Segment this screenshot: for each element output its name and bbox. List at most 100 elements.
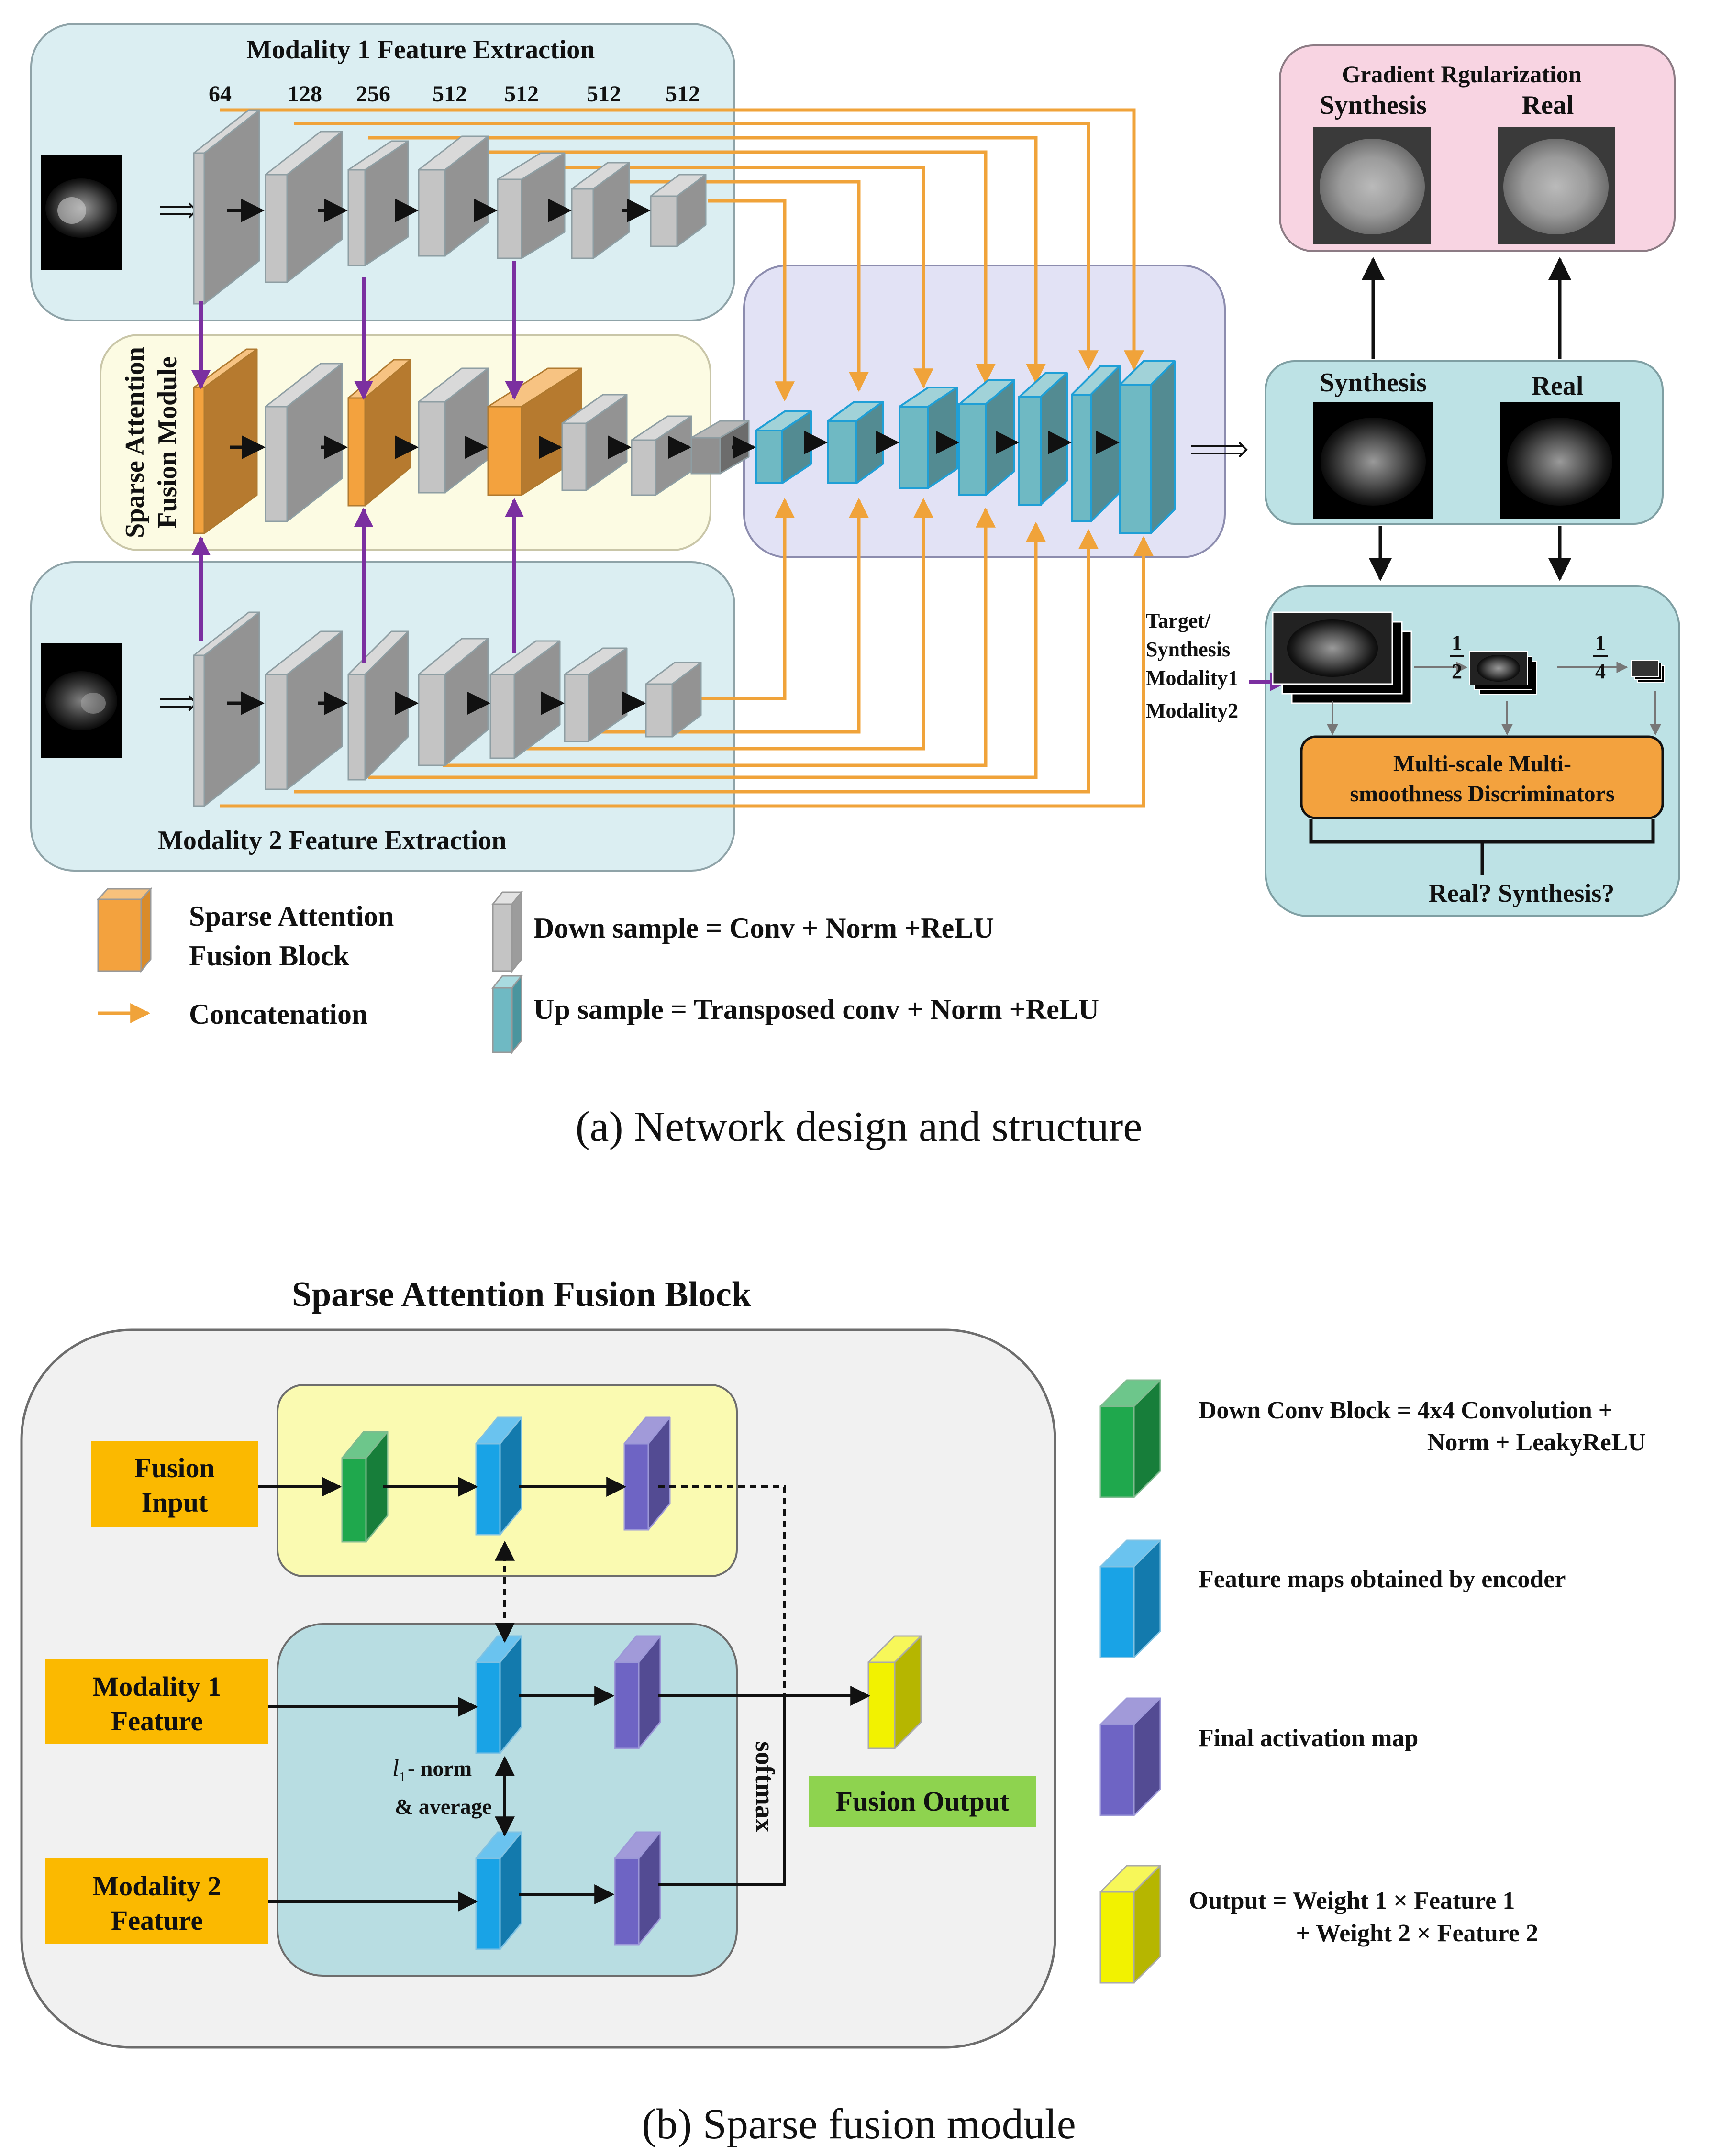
grad-reg-title: Gradient Rgularization xyxy=(1342,61,1582,88)
disc-input-label: Synthesis xyxy=(1146,638,1230,661)
encoder-feature-map xyxy=(475,1416,522,1536)
encoder-feature-map xyxy=(475,1635,522,1754)
mod1-down-block xyxy=(347,140,409,266)
average-text: & average xyxy=(395,1794,492,1819)
modality2-title: Modality 2 Feature Extraction xyxy=(158,826,506,855)
l1-norm-l: l xyxy=(392,1754,399,1781)
concat-arrow xyxy=(294,529,1099,794)
concat-arrow xyxy=(294,122,1099,371)
channel-label: 512 xyxy=(433,81,467,107)
fusion-block-title: Sparse Attention Fusion Block xyxy=(292,1275,752,1314)
concat-arrow xyxy=(708,199,795,402)
disc-image-stack-quarter xyxy=(1631,660,1665,683)
mod2-feature-line2: Feature xyxy=(111,1905,203,1936)
mod2-down-block xyxy=(265,630,343,790)
fusion-module-label-line2: Fusion Module xyxy=(153,356,182,528)
fusion-block-arrows xyxy=(258,1477,871,1912)
legend-up-sample-icon xyxy=(491,973,523,1055)
decoder-up-block xyxy=(827,401,884,484)
fusion-module-label-line1: Sparse Attention xyxy=(120,347,150,538)
legend-output-line2: + Weight 2 × Feature 2 xyxy=(1296,1920,1538,1947)
concat-arrow xyxy=(593,498,869,734)
mod1-down-block xyxy=(418,135,489,257)
legend-down-conv-line1: Down Conv Block = 4x4 Convolution + xyxy=(1199,1397,1612,1424)
concat-arrow xyxy=(220,536,1154,808)
fusion-input-line2: Input xyxy=(142,1487,208,1518)
fusion-output-text: Fusion Output xyxy=(836,1786,1010,1817)
mod1-down-block xyxy=(497,152,566,259)
decoder-up-block xyxy=(1119,360,1176,534)
legend-down-sample: Down sample = Conv + Norm +ReLU xyxy=(533,912,994,944)
legend-down-sample-icon xyxy=(491,890,523,973)
channel-label: 64 xyxy=(209,81,232,107)
grad-reg-real-label: Real xyxy=(1522,90,1574,120)
mod2-down-block xyxy=(193,611,260,807)
caption-a: (a) Network design and structure xyxy=(576,1103,1143,1150)
mod1-down-block xyxy=(193,109,260,305)
mod1-down-block xyxy=(650,174,707,247)
l1-norm-label: l 1 - norm & average xyxy=(392,1754,492,1819)
concat-arrow xyxy=(443,150,996,384)
concat-arrow xyxy=(368,136,1046,384)
final-activation-map xyxy=(623,1416,671,1531)
modality1-mri-image xyxy=(41,155,122,270)
output-real-label: Real xyxy=(1532,371,1584,401)
softmax-label: softmax xyxy=(750,1741,779,1832)
decoder-up-block xyxy=(1018,372,1068,506)
mod1-down-block xyxy=(265,131,343,283)
downscale-arrows xyxy=(1327,662,1661,736)
channel-labels: 64 128 256 512 512 512 512 xyxy=(209,81,700,107)
disc-image-stack-full xyxy=(1272,611,1412,704)
frac-half-den: 2 xyxy=(1452,660,1462,683)
concat-arrow xyxy=(220,108,1144,371)
concat-arrow xyxy=(368,521,1046,779)
fusion-output-cube xyxy=(867,1635,922,1749)
legend-feature-maps: Feature maps obtained by encoder xyxy=(1199,1566,1566,1593)
disc-image-stack-half xyxy=(1469,651,1537,695)
mod1-feature-line2: Feature xyxy=(111,1705,203,1736)
network-blocks xyxy=(193,109,1176,807)
channel-label: 512 xyxy=(666,81,700,107)
legend-down-conv-line2: Norm + LeakyReLU xyxy=(1427,1429,1646,1456)
l1-norm-sub: 1 xyxy=(399,1770,406,1785)
disc-brace xyxy=(1309,819,1655,875)
output-to-gradreg-arrows xyxy=(1361,257,1572,581)
legend-concatenation: Concatenation xyxy=(189,998,367,1030)
legend-encoder-icon xyxy=(1099,1539,1161,1658)
frac-quarter-den: 4 xyxy=(1595,660,1606,683)
legend-output-line1: Output = Weight 1 × Feature 1 xyxy=(1189,1887,1515,1914)
forward-arrows xyxy=(227,199,1120,715)
output-synthesis-label: Synthesis xyxy=(1320,368,1427,398)
concat-arrow xyxy=(517,166,933,389)
disc-box-line2: smoothness Discriminators xyxy=(1350,781,1614,807)
disc-input-label: Modality2 xyxy=(1146,699,1238,722)
disc-input-label: Target/ xyxy=(1146,609,1211,632)
final-activation-map xyxy=(614,1831,661,1946)
mod2-down-block xyxy=(564,647,628,742)
frac-half-num: 1 xyxy=(1452,631,1462,654)
fusion-input-line1: Fusion xyxy=(134,1452,215,1483)
caption-b: (b) Sparse fusion module xyxy=(642,2101,1076,2148)
decoder-up-block xyxy=(899,387,958,489)
fusion-down-block xyxy=(265,363,343,522)
legend-final-activation-icon xyxy=(1099,1697,1161,1816)
gradient-real-image xyxy=(1498,127,1615,244)
concat-arrow xyxy=(699,498,795,700)
synthesis-mri-image xyxy=(1313,402,1433,519)
legend-up-sample: Up sample = Transposed conv + Norm +ReLU xyxy=(533,994,1099,1025)
fusion-module-label: Sparse Attention Fusion Module xyxy=(120,347,182,538)
legend-output-icon xyxy=(1099,1865,1161,1984)
encoder-feature-map xyxy=(475,1831,522,1950)
fusion-down-block xyxy=(418,367,489,494)
decoder-up-block xyxy=(755,410,812,484)
modality1-title: Modality 1 Feature Extraction xyxy=(246,35,595,65)
final-activation-map xyxy=(614,1635,661,1749)
mod1-down-block xyxy=(571,162,630,259)
modality2-mri-image xyxy=(41,643,122,758)
scale-quarter-label: 1 4 xyxy=(1593,631,1608,683)
channel-label: 256 xyxy=(356,81,390,107)
down-conv-block xyxy=(341,1431,389,1543)
mod2-feature-label xyxy=(45,1858,268,1944)
